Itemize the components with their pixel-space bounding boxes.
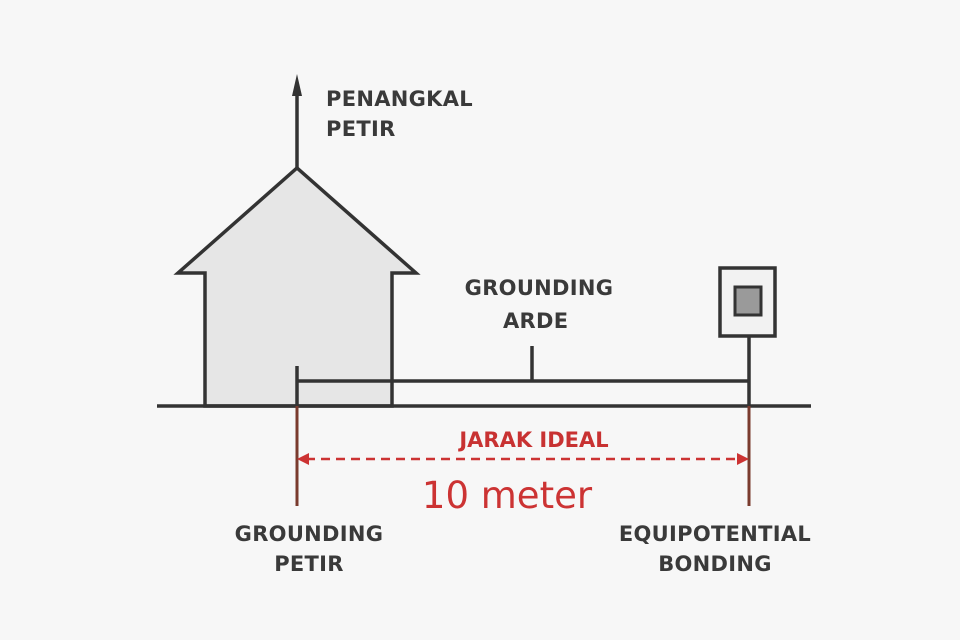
- ideal-distance-arrow-left: [297, 453, 309, 465]
- lightning-rod-label-line1: PENANGKAL: [326, 87, 473, 111]
- grounding-arde-label-line1: GROUNDING: [465, 276, 614, 300]
- equipotential-bonding-label-line2: BONDING: [658, 552, 772, 576]
- equipotential-bonding-label-line1: EQUIPOTENTIAL: [619, 522, 811, 546]
- ideal-distance-label: JARAK IDEAL: [457, 428, 608, 452]
- lightning-rod-label-line2: PETIR: [326, 117, 396, 141]
- grounding-petir-label-line2: PETIR: [274, 552, 344, 576]
- grounding-petir-label-line1: GROUNDING: [235, 522, 384, 546]
- house-body: [173, 165, 421, 408]
- equipotential-bonding-box-inner: [733, 285, 763, 317]
- distance-value-label: 10 meter: [422, 474, 593, 517]
- grounding-arde-label-line2: ARDE: [503, 309, 568, 333]
- ideal-distance-arrow-right: [737, 453, 749, 465]
- lightning-rod-tip: [292, 74, 302, 96]
